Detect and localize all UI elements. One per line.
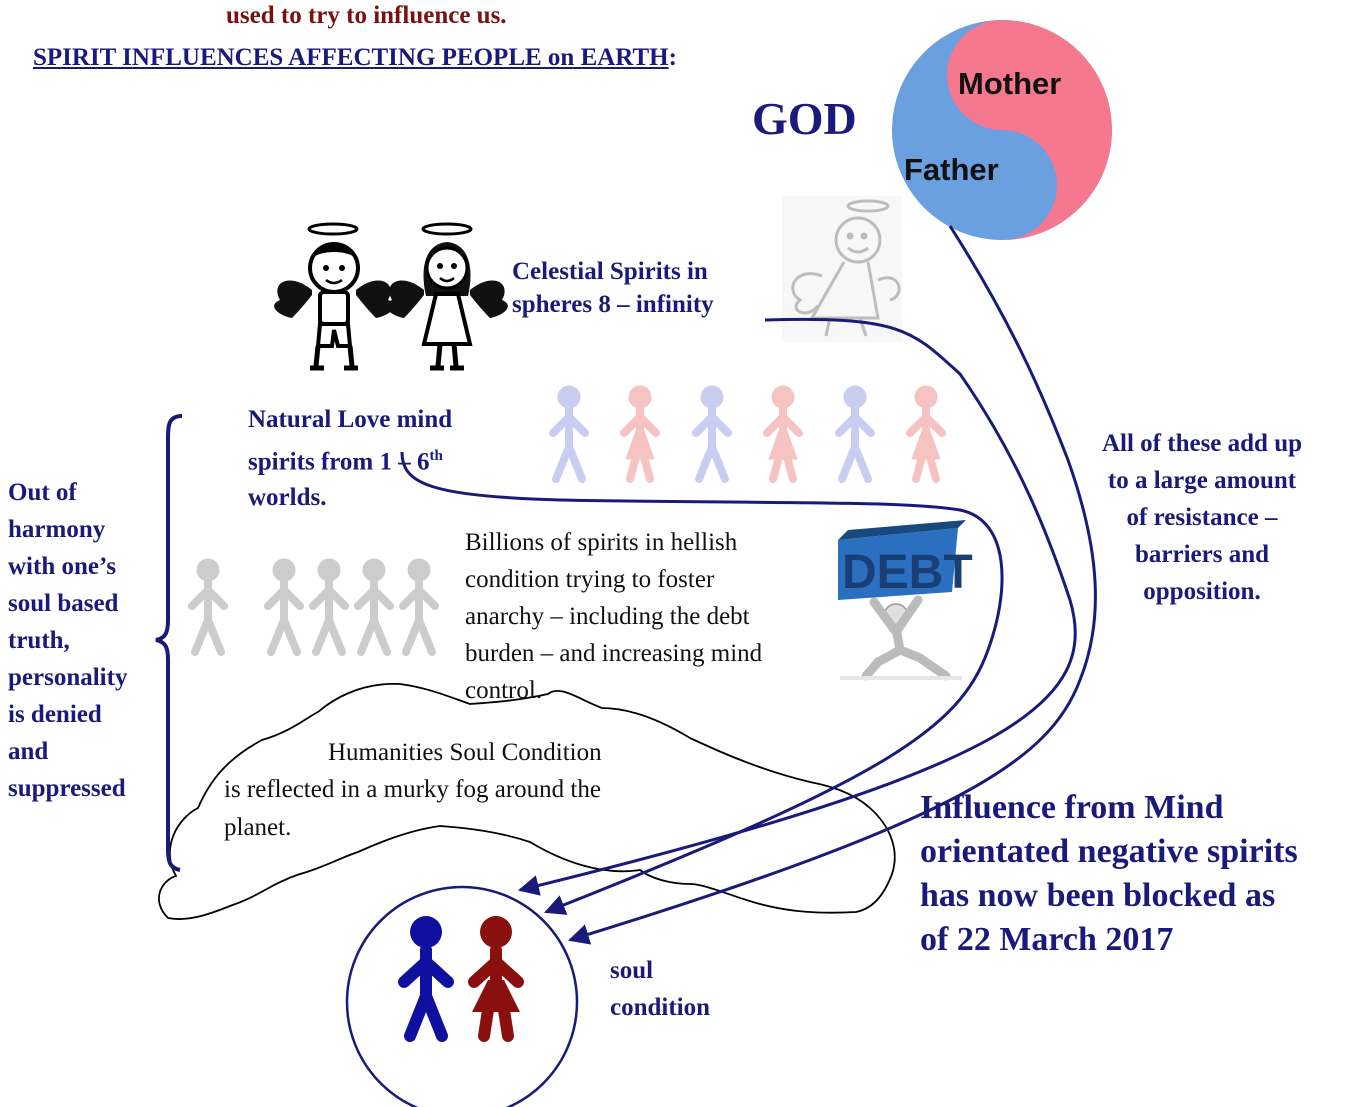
natural-line-2-sup: th bbox=[429, 448, 443, 464]
fog-line-3: planet. bbox=[224, 814, 292, 841]
celestial-spirits-label: Celestial Spirits in spheres 8 – infinit… bbox=[512, 256, 714, 321]
left-note-line: is denied bbox=[8, 701, 102, 728]
mother-label: Mother bbox=[958, 66, 1062, 101]
blue-person-icon bbox=[398, 916, 454, 1042]
right-note: All of these add up to a large amount of… bbox=[1072, 425, 1332, 610]
left-note-line: with one’s bbox=[8, 553, 117, 580]
left-note-line: suppressed bbox=[8, 775, 126, 802]
angel-boy-icon bbox=[274, 222, 394, 371]
natural-line-2: spirits from 1 – 6th bbox=[248, 438, 452, 480]
page-title: SPIRIT INFLUENCES AFFECTING PEOPLE on EA… bbox=[33, 44, 677, 72]
soul-line-2: condition bbox=[610, 994, 711, 1021]
natural-love-label: Natural Love mind spirits from 1 – 6th w… bbox=[248, 402, 452, 516]
red-person-icon bbox=[468, 916, 524, 1042]
left-note: Out of harmony with one’s soul based tru… bbox=[8, 474, 127, 807]
blocked-note-line: orientated negative spirits bbox=[920, 833, 1298, 870]
angel-girl-icon bbox=[386, 222, 508, 371]
right-note-line: All of these add up bbox=[1101, 430, 1303, 457]
natural-line-1: Natural Love mind bbox=[248, 406, 453, 433]
arrow-icon bbox=[400, 451, 1004, 915]
fog-line-1: Humanities Soul Condition bbox=[328, 739, 602, 766]
hellish-line-3: anarchy – including the debt bbox=[465, 603, 750, 630]
soul-condition-circle bbox=[345, 885, 579, 1107]
blocked-note-line: has now been blocked as bbox=[920, 877, 1276, 914]
fog-line-2: is reflected in a murky fog around the bbox=[224, 776, 601, 803]
left-note-line: truth, bbox=[8, 627, 70, 654]
left-note-line: personality bbox=[8, 664, 128, 691]
blocked-note-line: of 22 March 2017 bbox=[920, 921, 1174, 958]
right-note-line: to a large amount bbox=[1107, 467, 1297, 494]
celestial-line-2: spheres 8 – infinity bbox=[512, 290, 714, 318]
left-note-line: Out of bbox=[8, 479, 77, 506]
father-label: Father bbox=[904, 152, 999, 187]
hellish-spirits-label: Billions of spirits in hellish condition… bbox=[465, 524, 762, 709]
hellish-line-5: control. bbox=[465, 677, 543, 704]
page-title-text: SPIRIT INFLUENCES AFFECTING PEOPLE on EA… bbox=[33, 44, 669, 71]
natural-line-2-text: spirits from 1 – 6 bbox=[248, 448, 430, 476]
hellish-line-4: burden – and increasing mind bbox=[465, 640, 763, 667]
right-note-line: barriers and bbox=[1134, 541, 1270, 568]
left-note-line: harmony bbox=[8, 516, 106, 543]
blocked-note: Influence from Mind orientated negative … bbox=[920, 786, 1298, 962]
celestial-line-1: Celestial Spirits in bbox=[512, 258, 708, 285]
hellish-line-2: condition trying to foster bbox=[465, 566, 715, 593]
arrow-icon bbox=[517, 317, 1077, 896]
arrow-icon bbox=[567, 225, 1097, 945]
god-label: GOD bbox=[752, 93, 857, 144]
left-note-line: and bbox=[8, 738, 49, 765]
right-note-line: of resistance – bbox=[1126, 504, 1278, 531]
fog-cloud bbox=[158, 683, 896, 920]
soul-condition-label: soul condition bbox=[610, 952, 710, 1026]
brace-icon bbox=[155, 414, 183, 872]
page-title-suffix: : bbox=[668, 44, 677, 71]
header-top-line: used to try to influence us. bbox=[226, 2, 507, 29]
left-note-line: soul based bbox=[8, 590, 119, 617]
debt-lifter-icon: DEBT bbox=[838, 520, 973, 681]
influence-arrows bbox=[400, 225, 1097, 945]
debt-word: DEBT bbox=[842, 546, 973, 599]
hellish-line-1: Billions of spirits in hellish bbox=[465, 529, 738, 556]
soul-line-1: soul bbox=[610, 957, 654, 984]
right-note-line: opposition. bbox=[1143, 578, 1261, 605]
natural-line-3: worlds. bbox=[248, 484, 327, 512]
ghost-figures-row bbox=[553, 386, 942, 479]
blocked-note-line: Influence from Mind bbox=[920, 789, 1224, 826]
grey-figures-row bbox=[192, 559, 435, 652]
yin-yang-icon bbox=[892, 20, 1112, 240]
